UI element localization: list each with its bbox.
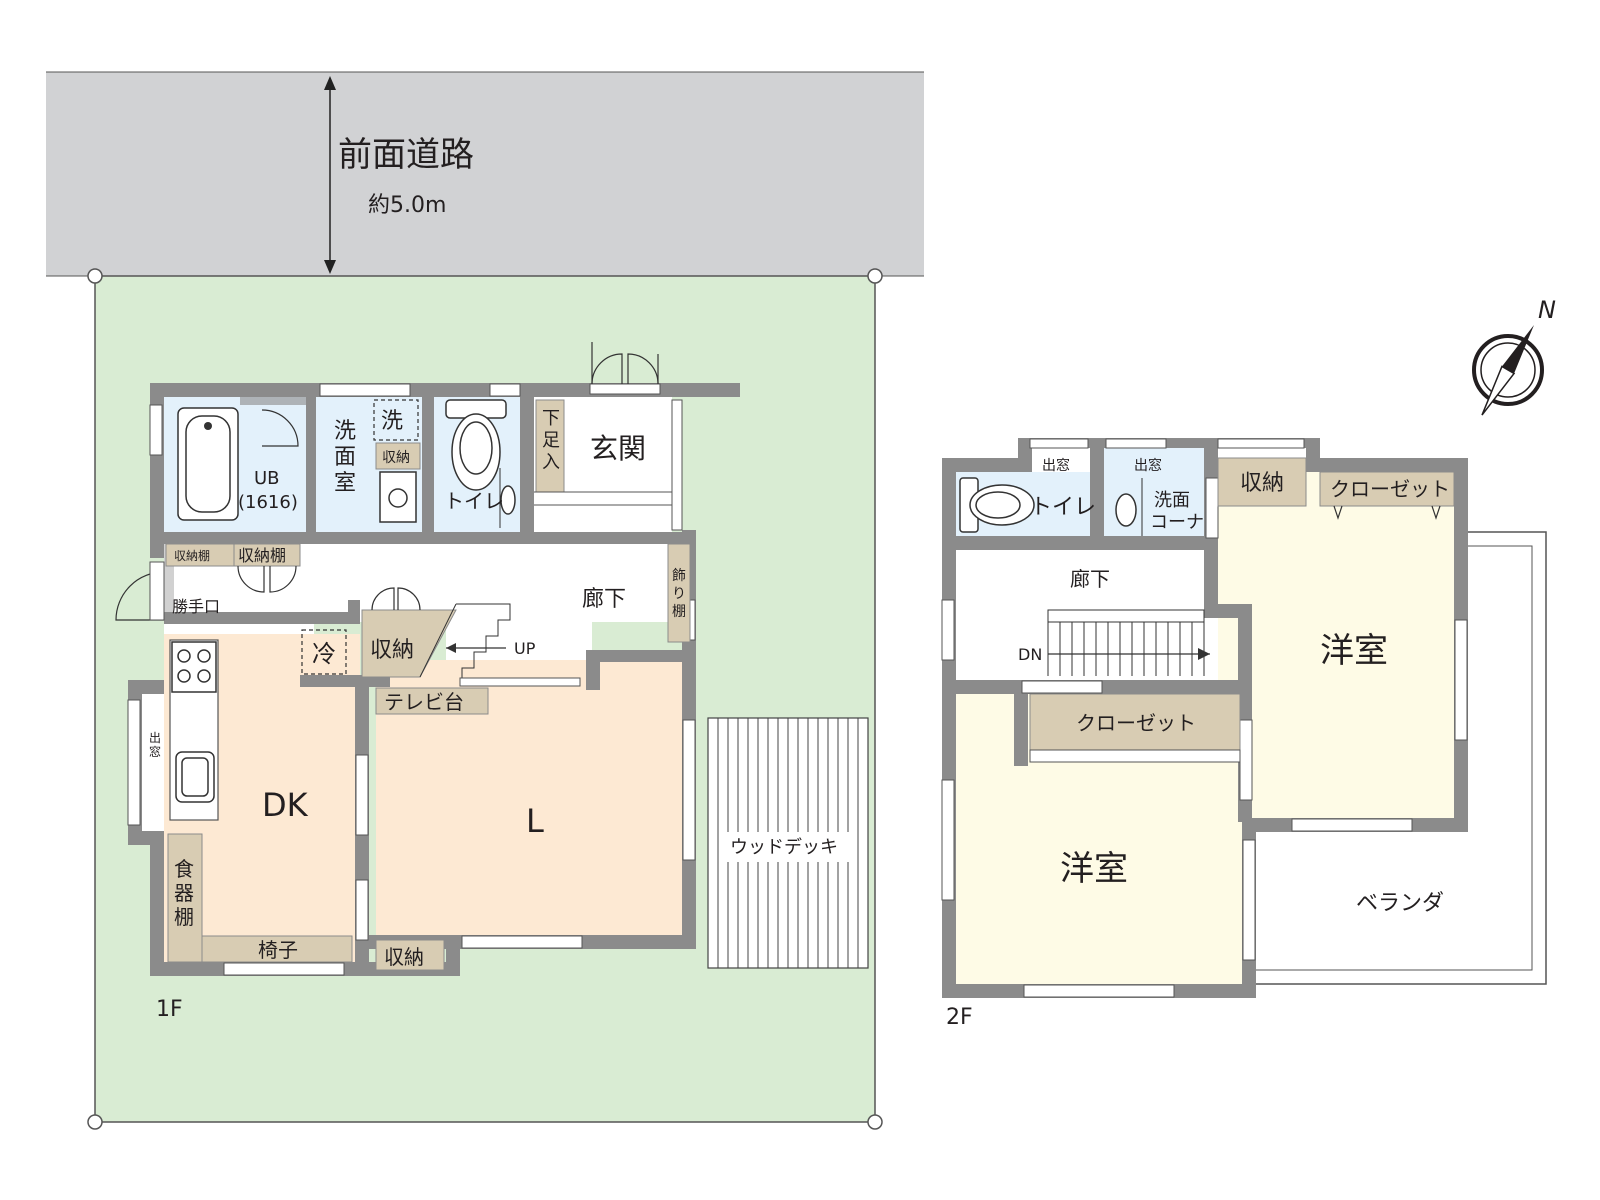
road-name: 前面道路 xyxy=(338,135,474,175)
north-label: N xyxy=(1538,296,1556,324)
bay-window-1f-label: 出窓 xyxy=(149,731,161,759)
western-room-a-label: 洋室 xyxy=(1320,631,1388,671)
shoe-storage-label: 下足入 xyxy=(542,408,560,473)
stair-storage-label: 収納 xyxy=(370,638,414,663)
wood-deck: ウッドデッキ xyxy=(707,717,869,969)
bay-window-b-label: 出窓 xyxy=(1134,457,1162,474)
washer-label: 洗 xyxy=(381,409,403,434)
entrance-label: 玄関 xyxy=(590,432,646,465)
toilet-1f-label: トイレ xyxy=(444,489,504,513)
stair-outline xyxy=(1047,609,1205,676)
small-storage-shelf-label: 収納棚 xyxy=(174,548,210,563)
closet-b-label: クローゼット xyxy=(1076,711,1196,735)
bay-window-a-label: 出窓 xyxy=(1042,457,1070,474)
living-label: L xyxy=(526,802,544,840)
stair-down-label: DN xyxy=(1018,645,1042,664)
western-room-b-label: 洋室 xyxy=(1060,849,1128,889)
storage-shelf-label: 収納棚 xyxy=(238,546,286,565)
hallway-2f-label: 廊下 xyxy=(1070,567,1110,591)
washroom-label: 洗面室 xyxy=(334,419,356,496)
road: 前面道路 約5.0m xyxy=(46,71,924,277)
hallway-1f-label: 廊下 xyxy=(582,587,626,612)
closet-a-label: クローゼット xyxy=(1330,477,1450,501)
tv-stand-label: テレビ台 xyxy=(384,690,464,714)
floor-1: 洗 収納 洗面室 収納棚 収納棚 勝手口 飾り棚 廊下 冷 収納 xyxy=(115,342,869,1022)
veranda-label: ベランダ xyxy=(1356,891,1444,916)
north-compass: N xyxy=(1472,296,1556,416)
back-door-label: 勝手口 xyxy=(172,597,220,616)
road-width: 約5.0m xyxy=(368,193,446,218)
storage-2f-label: 収納 xyxy=(1240,471,1284,496)
wash-corner-label: 洗面コーナ xyxy=(1150,490,1204,533)
wood-deck-label: ウッドデッキ xyxy=(730,837,838,858)
fridge-label: 冷 xyxy=(312,640,336,668)
living-storage-label: 収納 xyxy=(384,945,424,969)
chair-label: 椅子 xyxy=(258,938,298,962)
floor-2: 出窓 出窓 トイレ 洗面コーナ 収納 クローゼット 廊下 DN 洋室 クローゼッ… xyxy=(941,438,1547,1030)
ub-label: UB xyxy=(254,468,280,489)
floor-2-label: 2F xyxy=(946,1005,973,1030)
display-shelf-label: 飾り棚 xyxy=(672,568,686,620)
floor-1-label: 1F xyxy=(156,997,183,1022)
veranda: ベランダ xyxy=(1256,531,1547,985)
dk-label: DK xyxy=(262,786,309,824)
stair-up-label: UP xyxy=(514,639,536,658)
ub-size-label: (1616) xyxy=(238,492,298,513)
dish-shelf-label: 食器棚 xyxy=(174,857,194,929)
toilet-2f-label: トイレ xyxy=(1030,495,1096,520)
washroom-storage-label: 収納 xyxy=(382,450,410,466)
